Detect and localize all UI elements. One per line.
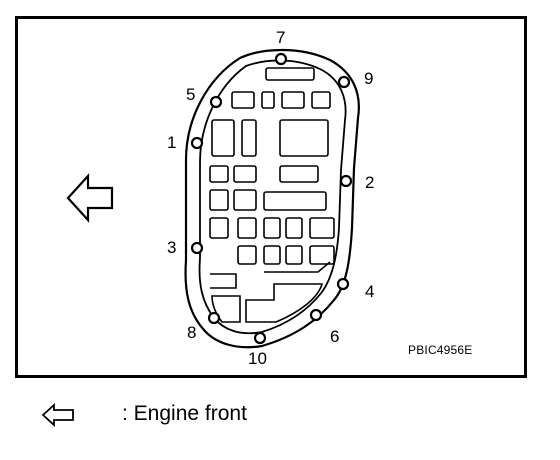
oil-pan-flange — [198, 59, 347, 335]
bolt-hole-6-icon — [309, 308, 323, 322]
bolt-hole-4-icon — [336, 277, 350, 291]
bolt-hole-9-icon — [337, 75, 351, 89]
bolt-label: 8 — [187, 323, 196, 342]
bolt-label: 10 — [248, 349, 267, 368]
bolt-label: 3 — [167, 238, 176, 257]
bolt-hole-8-icon — [207, 311, 221, 325]
bolt-hole-7-icon — [274, 52, 288, 66]
legend: : Engine front — [40, 400, 340, 430]
bolt-label: 7 — [276, 28, 285, 47]
bolt-hole-5-icon — [209, 95, 223, 109]
bolt-label: 6 — [330, 327, 339, 346]
bolt-label: 1 — [167, 133, 176, 152]
diagram-frame — [15, 16, 527, 378]
bolt-hole-2-icon — [339, 174, 353, 188]
pan-ribs — [209, 67, 335, 323]
bolt-label: 4 — [365, 282, 374, 301]
bolt-label: 2 — [365, 173, 374, 192]
bolt-hole-10-icon — [253, 331, 267, 345]
legend-text: : Engine front — [122, 402, 247, 425]
bolt-holes — [190, 52, 353, 345]
bolt-label: 5 — [186, 85, 195, 104]
figure-code: PBIC4956E — [408, 343, 473, 357]
bolt-label: 9 — [364, 69, 373, 88]
oil-pan-outline — [184, 48, 360, 349]
front-arrow-icon — [66, 173, 114, 223]
bolt-hole-3-icon — [190, 241, 204, 255]
hollow-left-arrow-icon — [41, 402, 74, 428]
bolt-hole-1-icon — [190, 136, 204, 150]
